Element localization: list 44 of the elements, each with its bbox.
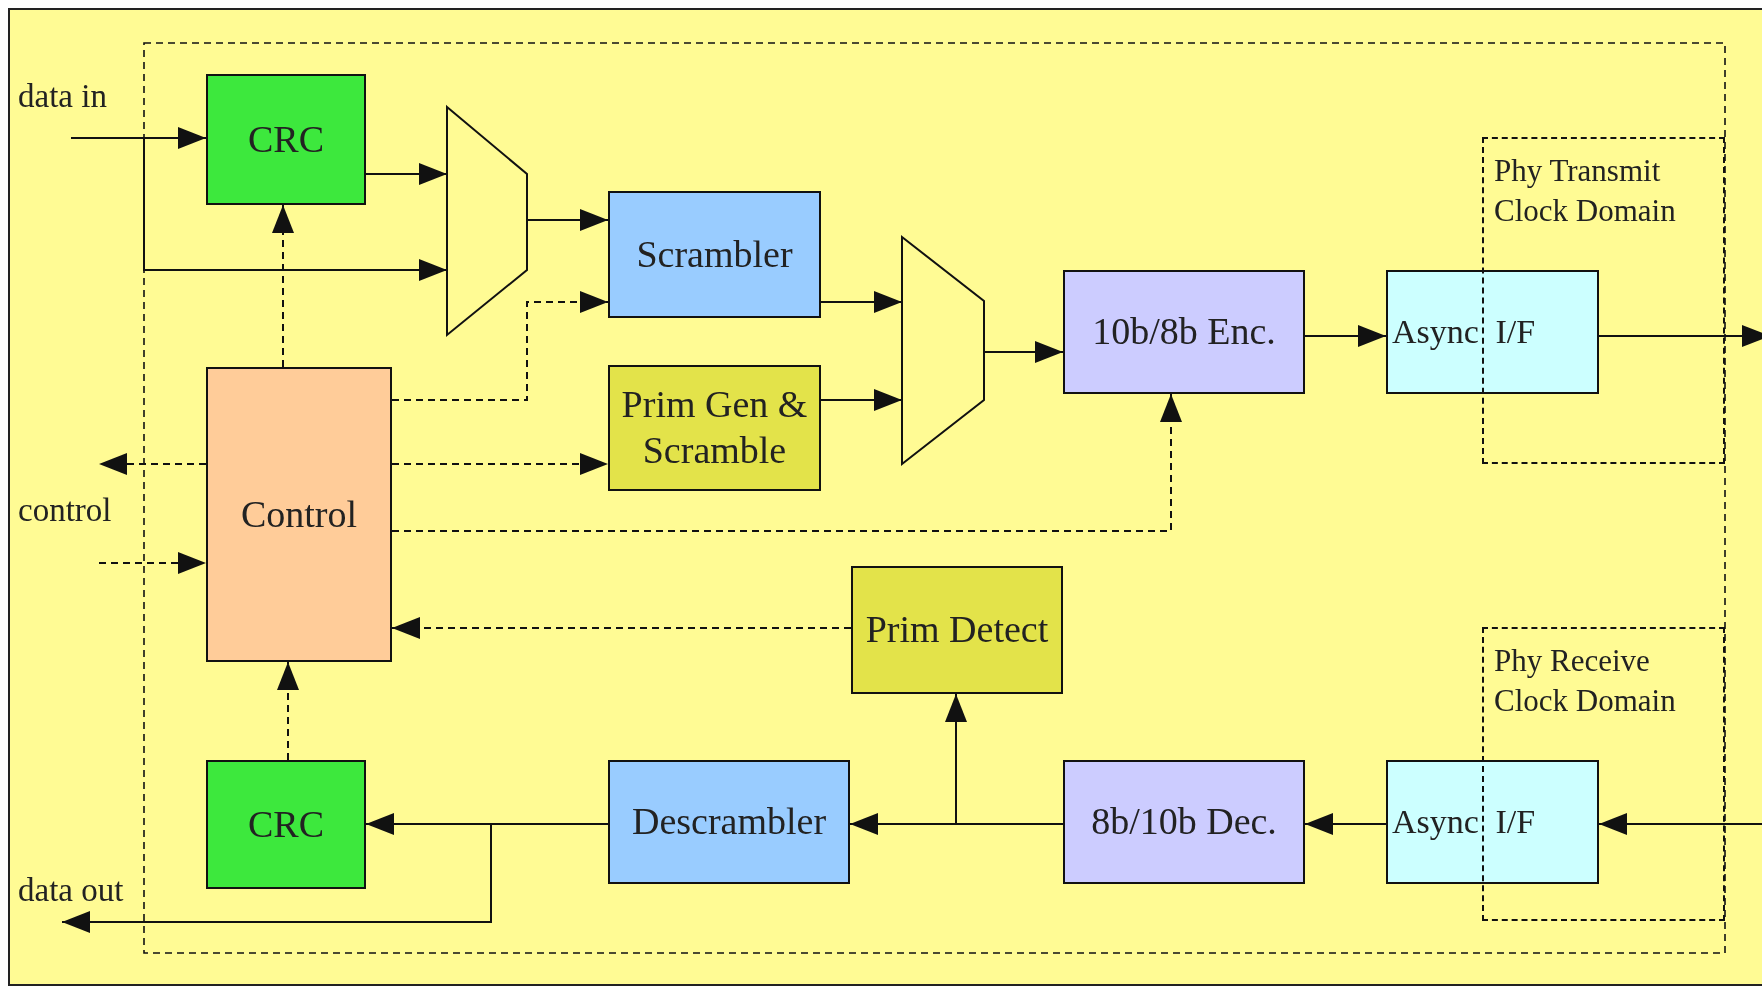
process-box — [851, 566, 1063, 694]
process-box — [1063, 760, 1305, 884]
block-label: Scrambler — [635, 231, 794, 277]
arrow — [1304, 325, 1387, 347]
block-label: CRC — [246, 801, 325, 847]
block-label: Prim Detect — [864, 607, 1050, 653]
block-label: Descrambler — [630, 799, 828, 845]
process-box — [1386, 270, 1599, 394]
block-label: Async I/F — [1391, 311, 1537, 352]
arrow — [70, 137, 448, 281]
process-box — [608, 365, 821, 491]
arrow — [820, 291, 903, 313]
arrow — [272, 204, 294, 368]
signal-label: data out — [18, 872, 124, 909]
signal-label: data in — [18, 78, 107, 115]
block-label: Prim Gen & Scramble — [620, 382, 809, 473]
block-label: 10b/8b Enc. — [1091, 309, 1277, 355]
process-box — [206, 760, 366, 889]
arrow — [98, 552, 207, 574]
process-box — [206, 367, 392, 662]
arrow — [945, 693, 1064, 825]
block-label: CRC — [246, 116, 325, 162]
block-label: Control — [239, 491, 359, 537]
arrow — [98, 453, 207, 475]
process-box — [206, 74, 366, 205]
process-box — [1386, 760, 1599, 884]
arrow — [365, 163, 448, 185]
arrow — [1598, 325, 1762, 347]
process-box — [608, 760, 850, 884]
arrow — [391, 453, 609, 475]
process-box — [608, 191, 821, 318]
arrow — [277, 661, 299, 761]
process-box — [1063, 270, 1305, 394]
arrow — [1304, 813, 1387, 835]
block-label: Async I/F — [1391, 801, 1537, 842]
arrow — [820, 389, 903, 411]
arrow — [391, 291, 609, 401]
arrow — [1598, 813, 1762, 835]
domain-label: Phy Receive Clock Domain — [1494, 642, 1677, 721]
domain-label: Phy Transmit Clock Domain — [1494, 152, 1677, 231]
signal-label: control — [18, 492, 112, 529]
arrow — [391, 393, 1182, 532]
arrow — [391, 617, 852, 639]
block-label: 8b/10b Dec. — [1090, 799, 1278, 845]
